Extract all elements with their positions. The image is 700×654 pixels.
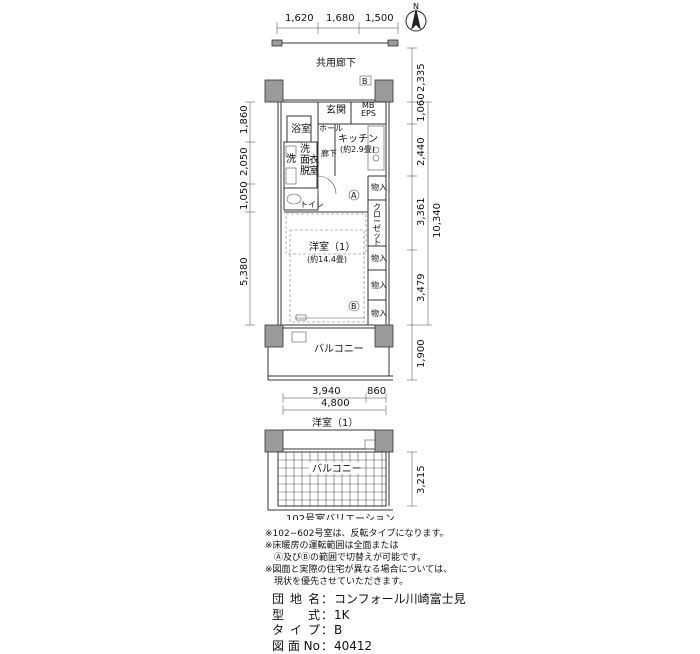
room-toilet: トイレ: [300, 200, 324, 209]
room-western: 洋室（1）: [309, 240, 355, 253]
room-washroom: 洗 面 脱 衣 室: [300, 143, 319, 177]
variation-balcony-label: バルコニー: [312, 463, 362, 475]
note-line-4: ※図面と実際の住宅が異なる場合については、: [265, 564, 685, 576]
right-dim-3: 2,440: [416, 137, 427, 166]
info-value: 40412: [334, 639, 372, 654]
info-key: 図面No: [272, 639, 320, 654]
room-wash-machine: 洗: [286, 153, 296, 165]
right-dim-2: 1,060: [416, 93, 427, 122]
right-dim-1: 2,335: [416, 63, 427, 92]
variation-plan: 洋室（1） バルコニー 3,215 102号室バリエーション: [265, 416, 427, 520]
svg-text:室: 室: [309, 164, 319, 177]
info-row-plan-type: タイプ：B: [272, 623, 692, 639]
left-dimensions: 1,860 2,050 1,050 5,380: [239, 102, 255, 325]
storage-3: 物入: [371, 280, 387, 290]
top-dim-2: 1,680: [326, 13, 355, 24]
room-kitchen-area: (約2.9畳): [340, 144, 375, 154]
note-line-3: Ⓐ及びⒷの範囲で切替えが可能です。: [265, 552, 685, 564]
left-dim-4: 5,380: [239, 257, 250, 286]
note-line-5: 現状を優先させていただきます。: [265, 576, 685, 588]
top-dimensions: 1,620 1,680 1,500: [272, 13, 398, 46]
room-kitchen: キッチン: [338, 133, 378, 145]
mark-b: B: [349, 301, 359, 311]
right-dim-total: 10,340: [432, 203, 443, 238]
right-dim-4: 3,361: [416, 197, 427, 226]
right-dimensions: 2,335 1,060 2,440 3,361 3,479 1,900 10,3…: [407, 48, 443, 380]
storage-2: 物入: [371, 253, 387, 263]
room-corridor: 廊下: [321, 148, 337, 158]
right-dim-5: 3,479: [416, 273, 427, 302]
notes: ※102−602号室は、反転タイプになります。 ※床暖房の運転範囲は全面または …: [265, 528, 685, 588]
storage-1: 物入: [371, 182, 387, 192]
variation-room-label: 洋室（1）: [312, 416, 358, 429]
note-line-2: ※床暖房の運転範囲は全面または: [265, 540, 685, 552]
north-arrow-icon: N: [406, 2, 426, 31]
bottom-dim-2: 860: [367, 386, 386, 397]
info-row-type: 型式：1K: [272, 608, 692, 624]
balcony-main: [268, 332, 393, 380]
variation-depth-dim: 3,215: [416, 465, 427, 494]
floor-plan: N 1,620 1,680 1,500 共用廊下 B: [0, 0, 700, 520]
info-key: 団地名: [272, 592, 320, 608]
svg-text:衣: 衣: [309, 153, 319, 166]
north-label: N: [413, 2, 419, 11]
room-bath: 浴室: [291, 122, 311, 135]
info-row-name: 団地名：コンフォール川崎富士見: [272, 592, 692, 608]
info-value: B: [334, 623, 342, 639]
info-value: 1K: [334, 608, 350, 624]
storage-4: 物入: [371, 308, 387, 318]
room-eps: EPS: [361, 109, 376, 118]
left-dim-2: 2,050: [239, 147, 250, 176]
left-dim-3: 1,050: [239, 181, 250, 210]
info-key: タイプ: [272, 623, 320, 639]
svg-text:A: A: [351, 191, 357, 200]
balcony-label: バルコニー: [314, 343, 364, 355]
top-dim-3: 1,500: [365, 13, 394, 24]
info-row-drawing-no: 図面No：40412: [272, 639, 692, 654]
top-dim-1: 1,620: [285, 13, 314, 24]
info-key: 型式: [272, 608, 320, 624]
bottom-dim-total: 4,800: [321, 398, 350, 409]
svg-text:ト: ト: [373, 238, 381, 247]
note-line-1: ※102−602号室は、反転タイプになります。: [265, 528, 685, 540]
property-info: 団地名：コンフォール川崎富士見 型式：1K タイプ：B 図面No：40412: [272, 592, 692, 654]
right-dim-6: 1,900: [416, 339, 427, 368]
corridor-label: 共用廊下: [316, 56, 356, 69]
svg-text:B: B: [351, 302, 357, 311]
room-western-area: (約14.4畳): [307, 254, 347, 264]
room-entrance: 玄関: [326, 103, 346, 116]
bottom-dimensions: 3,940 860 4,800: [283, 386, 386, 415]
room-closet: ク ロ ー ゼ ッ ト: [373, 203, 381, 247]
svg-text:洗: 洗: [300, 143, 310, 155]
bottom-dim-1: 3,940: [312, 386, 341, 397]
variation-caption: 102号室バリエーション: [286, 512, 395, 520]
info-value: コンフォール川崎富士見: [334, 592, 466, 608]
left-dim-1: 1,860: [239, 105, 250, 134]
mark-a: A: [349, 190, 359, 200]
room-hall: ホール: [319, 124, 343, 133]
mb-box-label: B: [362, 77, 368, 86]
